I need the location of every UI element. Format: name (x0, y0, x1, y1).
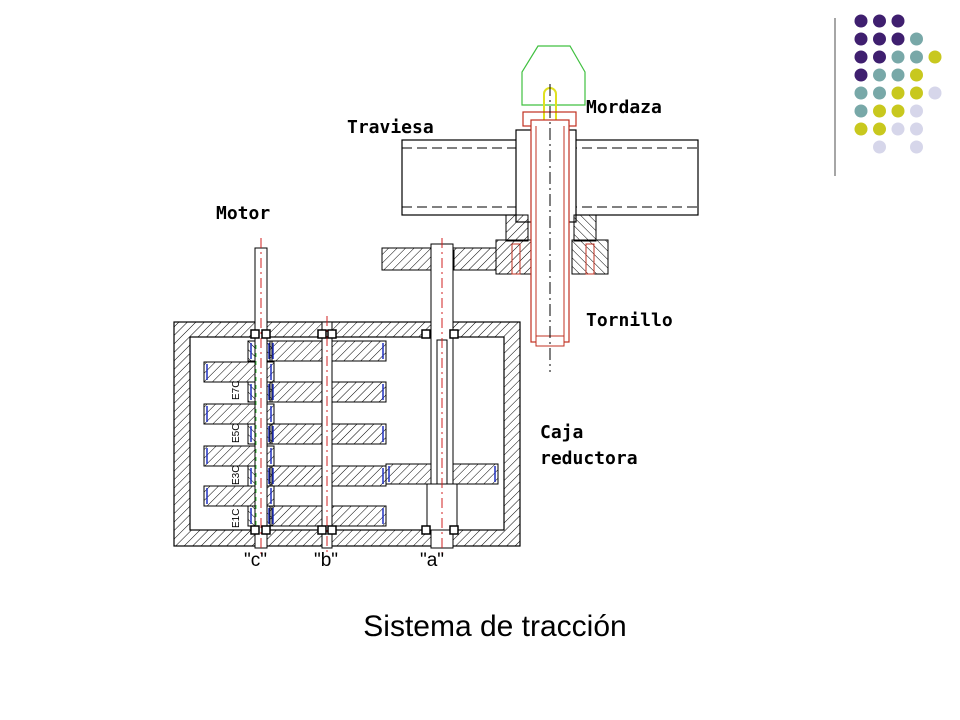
decorative-dot (873, 86, 886, 100)
decorative-dot (910, 86, 923, 100)
decorative-dot (910, 104, 923, 118)
decorative-dot (873, 68, 886, 82)
label-reductora: reductora (540, 448, 638, 469)
label-tornillo: Tornillo (586, 310, 673, 331)
decorative-dot (910, 140, 923, 154)
decorative-dot (910, 122, 923, 136)
decorative-dot (854, 122, 868, 136)
decorative-dot (891, 50, 905, 64)
shaft-c (254, 238, 268, 556)
bearing (261, 525, 271, 535)
bearing (421, 525, 431, 535)
decorative-dot (891, 14, 905, 28)
bearing (327, 329, 337, 339)
caption: Sistema de tracción (363, 610, 627, 643)
bearing (250, 525, 260, 535)
decorative-dot (891, 86, 905, 100)
shaft-label-a: "a" (420, 550, 444, 571)
bearing (421, 329, 431, 339)
decorative-dot (910, 50, 923, 64)
nut-blocks (495, 214, 609, 275)
decorative-dot (854, 104, 868, 118)
decorative-dot (928, 50, 942, 64)
jaw-mordaza (521, 45, 586, 131)
bearing (317, 525, 327, 535)
decorative-dot (854, 86, 868, 100)
label-mordaza: Mordaza (586, 97, 662, 118)
decorative-dot (891, 122, 905, 136)
decorative-dot (873, 32, 886, 46)
decorative-dot (854, 50, 868, 64)
decorative-dot (891, 104, 905, 118)
bearing (449, 329, 459, 339)
decorative-dot (854, 14, 868, 28)
label-motor: Motor (216, 203, 270, 224)
bearing (250, 329, 260, 339)
bearing (449, 525, 459, 535)
bearing (327, 525, 337, 535)
shaft-b (321, 316, 333, 556)
shaft-a (426, 238, 458, 556)
label-traviesa: Traviesa (347, 117, 434, 138)
bearing (317, 329, 327, 339)
gear-mark-e1c: E1C (231, 509, 242, 528)
decorative-dot (891, 68, 905, 82)
decorative-dot (873, 50, 886, 64)
label-caja: Caja (540, 422, 583, 443)
decorative-dot (910, 68, 923, 82)
decorative-dot (854, 32, 868, 46)
decorative-dot (873, 140, 886, 154)
decorative-dot (873, 14, 886, 28)
decorative-dot (873, 104, 886, 118)
decorative-dot (891, 32, 905, 46)
shaft-label-b: "b" (314, 550, 338, 571)
decorative-dot (928, 86, 942, 100)
screw-tornillo (530, 84, 570, 372)
bearing (261, 329, 271, 339)
gear-mark-e7c: E7C (231, 381, 242, 400)
decorative-dot-grid (854, 14, 942, 154)
gear-mark-e3c: E3C (231, 466, 242, 485)
gear-mark-e5c: E5C (231, 424, 242, 443)
shaft-label-c: "c" (244, 550, 267, 571)
bearings (250, 329, 459, 535)
decorative-dot (873, 122, 886, 136)
decorative-dot (910, 32, 923, 46)
decorative-dot (854, 68, 868, 82)
